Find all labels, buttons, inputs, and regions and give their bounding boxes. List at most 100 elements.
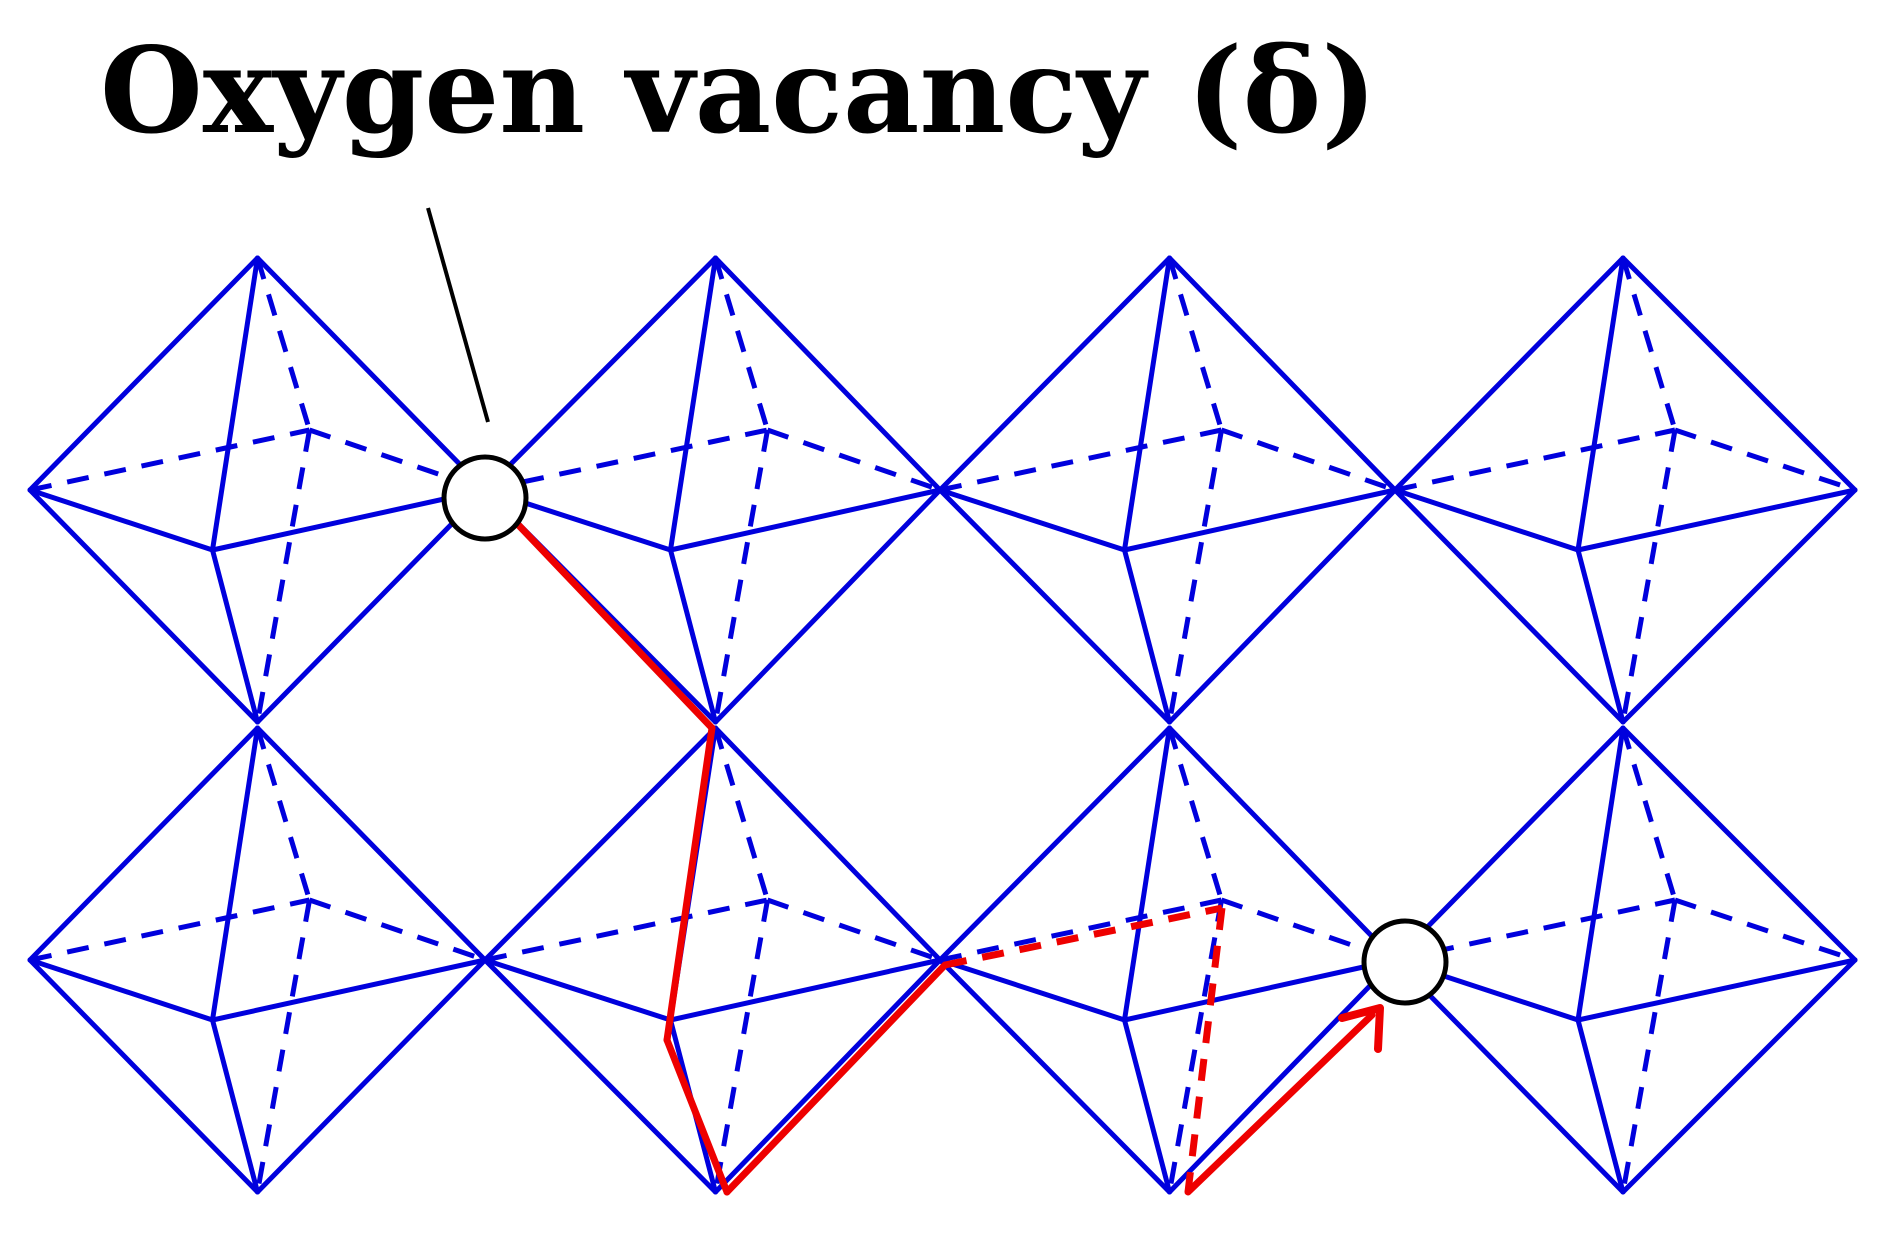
octahedron-r0-c0-edge: [27, 255, 260, 493]
octahedron-r1-c1-hidden-edge: [713, 899, 770, 1193]
migration-segment: [663, 1036, 731, 1196]
migration-segment: [1184, 1011, 1376, 1196]
octahedron-r1-c3-edge: [1575, 725, 1626, 1023]
octahedron-r1-c3-edge: [1392, 957, 1626, 1195]
vacancy-pointer-line: [426, 207, 490, 423]
octahedron-r1-c2-edge: [1122, 725, 1172, 1023]
octahedron-r1-c2-edge: [937, 725, 1172, 963]
octahedron-r1-c0-edge: [27, 957, 215, 1023]
octahedron-r0-c1-edge: [482, 255, 718, 493]
migration-segment: [481, 486, 716, 732]
octahedron-r0-c0-hidden-edge: [29, 427, 311, 493]
octahedron-r1-c1-edge: [713, 957, 943, 1195]
octahedron-r1-c2-hidden-edge: [1167, 899, 1224, 1193]
octahedron-r1-c0-hidden-edge: [255, 899, 312, 1193]
diagram-title: Oxygen vacancy (δ): [100, 21, 1377, 160]
octahedron-r1-c0-edge: [210, 1017, 260, 1195]
octahedron-r0-c3-edge: [1575, 547, 1626, 725]
octahedron-r1-c0-hidden-edge: [29, 897, 311, 963]
octahedron-r0-c0-edge: [27, 487, 215, 553]
migration-hidden-segment: [944, 904, 1223, 969]
octahedron-r1-c1-edge: [713, 725, 943, 963]
octahedron-r0-c0-edge: [255, 487, 488, 725]
octahedron-r1-c3-edge: [1392, 725, 1626, 963]
octahedron-r0-c1-hidden-edge: [713, 257, 770, 431]
octahedron-r0-c0-hidden-edge: [255, 257, 312, 431]
octahedron-r1-c2-edge: [1167, 957, 1398, 1195]
octahedron-r0-c3-hidden-edge: [1394, 427, 1676, 493]
octahedron-r0-c3-hidden-edge: [1620, 429, 1678, 723]
octahedron-r0-c3-edge: [1392, 487, 1581, 553]
octahedron-r0-c0-edge: [27, 487, 260, 725]
octahedron-r0-c1-hidden-edge: [713, 429, 770, 723]
octahedron-r0-c3-hidden-edge: [1674, 427, 1856, 493]
octahedra-lattice: [27, 255, 1858, 1195]
octahedron-r0-c2-edge: [937, 487, 1172, 725]
octahedron-r1-c3-edge: [1620, 725, 1858, 963]
octahedron-r1-c0-hidden-edge: [308, 897, 486, 963]
octahedron-r0-c1-hidden-edge: [484, 427, 769, 493]
octahedron-r0-c2-hidden-edge: [1220, 427, 1396, 493]
vacancy-markers: [441, 454, 1449, 1006]
octahedron-r0-c2-hidden-edge: [939, 427, 1223, 493]
octahedron-r1-c3-hidden-edge: [1620, 727, 1678, 901]
octahedron-r0-c2-edge: [937, 255, 1172, 493]
octahedron-r0-c1-edge: [668, 547, 718, 725]
octahedron-r0-c1-edge: [668, 255, 718, 553]
octahedron-r0-c2-edge: [1167, 487, 1398, 725]
octahedron-r0-c2-edge: [1122, 547, 1172, 725]
octahedron-r1-c3-edge: [1575, 957, 1858, 1023]
octahedron-r0-c3-edge: [1575, 255, 1626, 553]
migration-arrowhead: [1338, 1004, 1384, 1053]
octahedron-r0-c0-edge: [255, 255, 488, 493]
octahedron-r1-c0-edge: [255, 725, 488, 963]
migration-segment: [663, 724, 716, 1044]
octahedron-r0-c1-edge: [668, 487, 943, 553]
octahedron-r0-c2-hidden-edge: [1167, 257, 1224, 431]
octahedron-r1-c3-hidden-edge: [1620, 899, 1678, 1193]
octahedron-r0-c2-edge: [1167, 255, 1398, 493]
octahedron-r1-c1-edge: [482, 957, 718, 1195]
octahedron-r1-c0-edge: [27, 725, 260, 963]
octahedron-r0-c3-edge: [1392, 487, 1626, 725]
octahedron-r0-c1-edge: [713, 487, 943, 725]
octahedron-r1-c2-edge: [1122, 1017, 1172, 1195]
migration-segment: [723, 961, 949, 1196]
octahedron-r0-c3-edge: [1575, 487, 1858, 553]
octahedron-r1-c0-edge: [210, 957, 488, 1023]
migration-path: [481, 486, 1384, 1196]
octahedron-r0-c2-edge: [937, 487, 1127, 553]
octahedron-r1-c1-edge: [482, 957, 673, 1023]
octahedron-r1-c2-edge: [1167, 725, 1398, 963]
octahedron-r1-c0-hidden-edge: [255, 727, 312, 901]
octahedron-r1-c2-hidden-edge: [1167, 727, 1224, 901]
octahedron-r1-c3-edge: [1620, 957, 1858, 1195]
octahedron-r0-c0-edge: [210, 547, 260, 725]
octahedron-r1-c2-edge: [937, 957, 1127, 1023]
octahedron-r0-c0-hidden-edge: [255, 429, 312, 723]
octahedron-r0-c3-edge: [1392, 255, 1626, 493]
octahedron-r0-c2-edge: [1122, 255, 1172, 553]
octahedron-r0-c1-hidden-edge: [766, 427, 941, 493]
octahedron-r1-c0-edge: [210, 725, 260, 1023]
octahedron-r0-c1-edge: [713, 255, 943, 493]
octahedron-r1-c3-hidden-edge: [1674, 897, 1856, 963]
migration-hidden-segment: [1184, 907, 1226, 1193]
octahedron-r0-c3-edge: [1620, 255, 1858, 493]
octahedron-r0-c2-edge: [1122, 487, 1398, 553]
octahedron-r1-c3-edge: [1575, 1017, 1626, 1195]
octahedron-r0-c0-edge: [210, 487, 488, 553]
octahedron-r1-c2-edge: [1122, 957, 1398, 1023]
octahedron-r1-c2-hidden-edge: [939, 897, 1223, 963]
octahedron-r1-c1-hidden-edge: [766, 897, 941, 963]
oxygen-vacancy-marker: [441, 454, 529, 542]
octahedron-r0-c2-hidden-edge: [1167, 429, 1224, 723]
octahedron-r0-c3-hidden-edge: [1620, 257, 1678, 431]
octahedron-r0-c3-edge: [1620, 487, 1858, 725]
octahedron-r0-c0-edge: [210, 255, 260, 553]
octahedron-r1-c1-edge: [668, 957, 943, 1023]
octahedron-r1-c0-edge: [255, 957, 488, 1195]
octahedron-r1-c1-edge: [482, 725, 718, 963]
octahedron-r1-c1-hidden-edge: [713, 727, 770, 901]
